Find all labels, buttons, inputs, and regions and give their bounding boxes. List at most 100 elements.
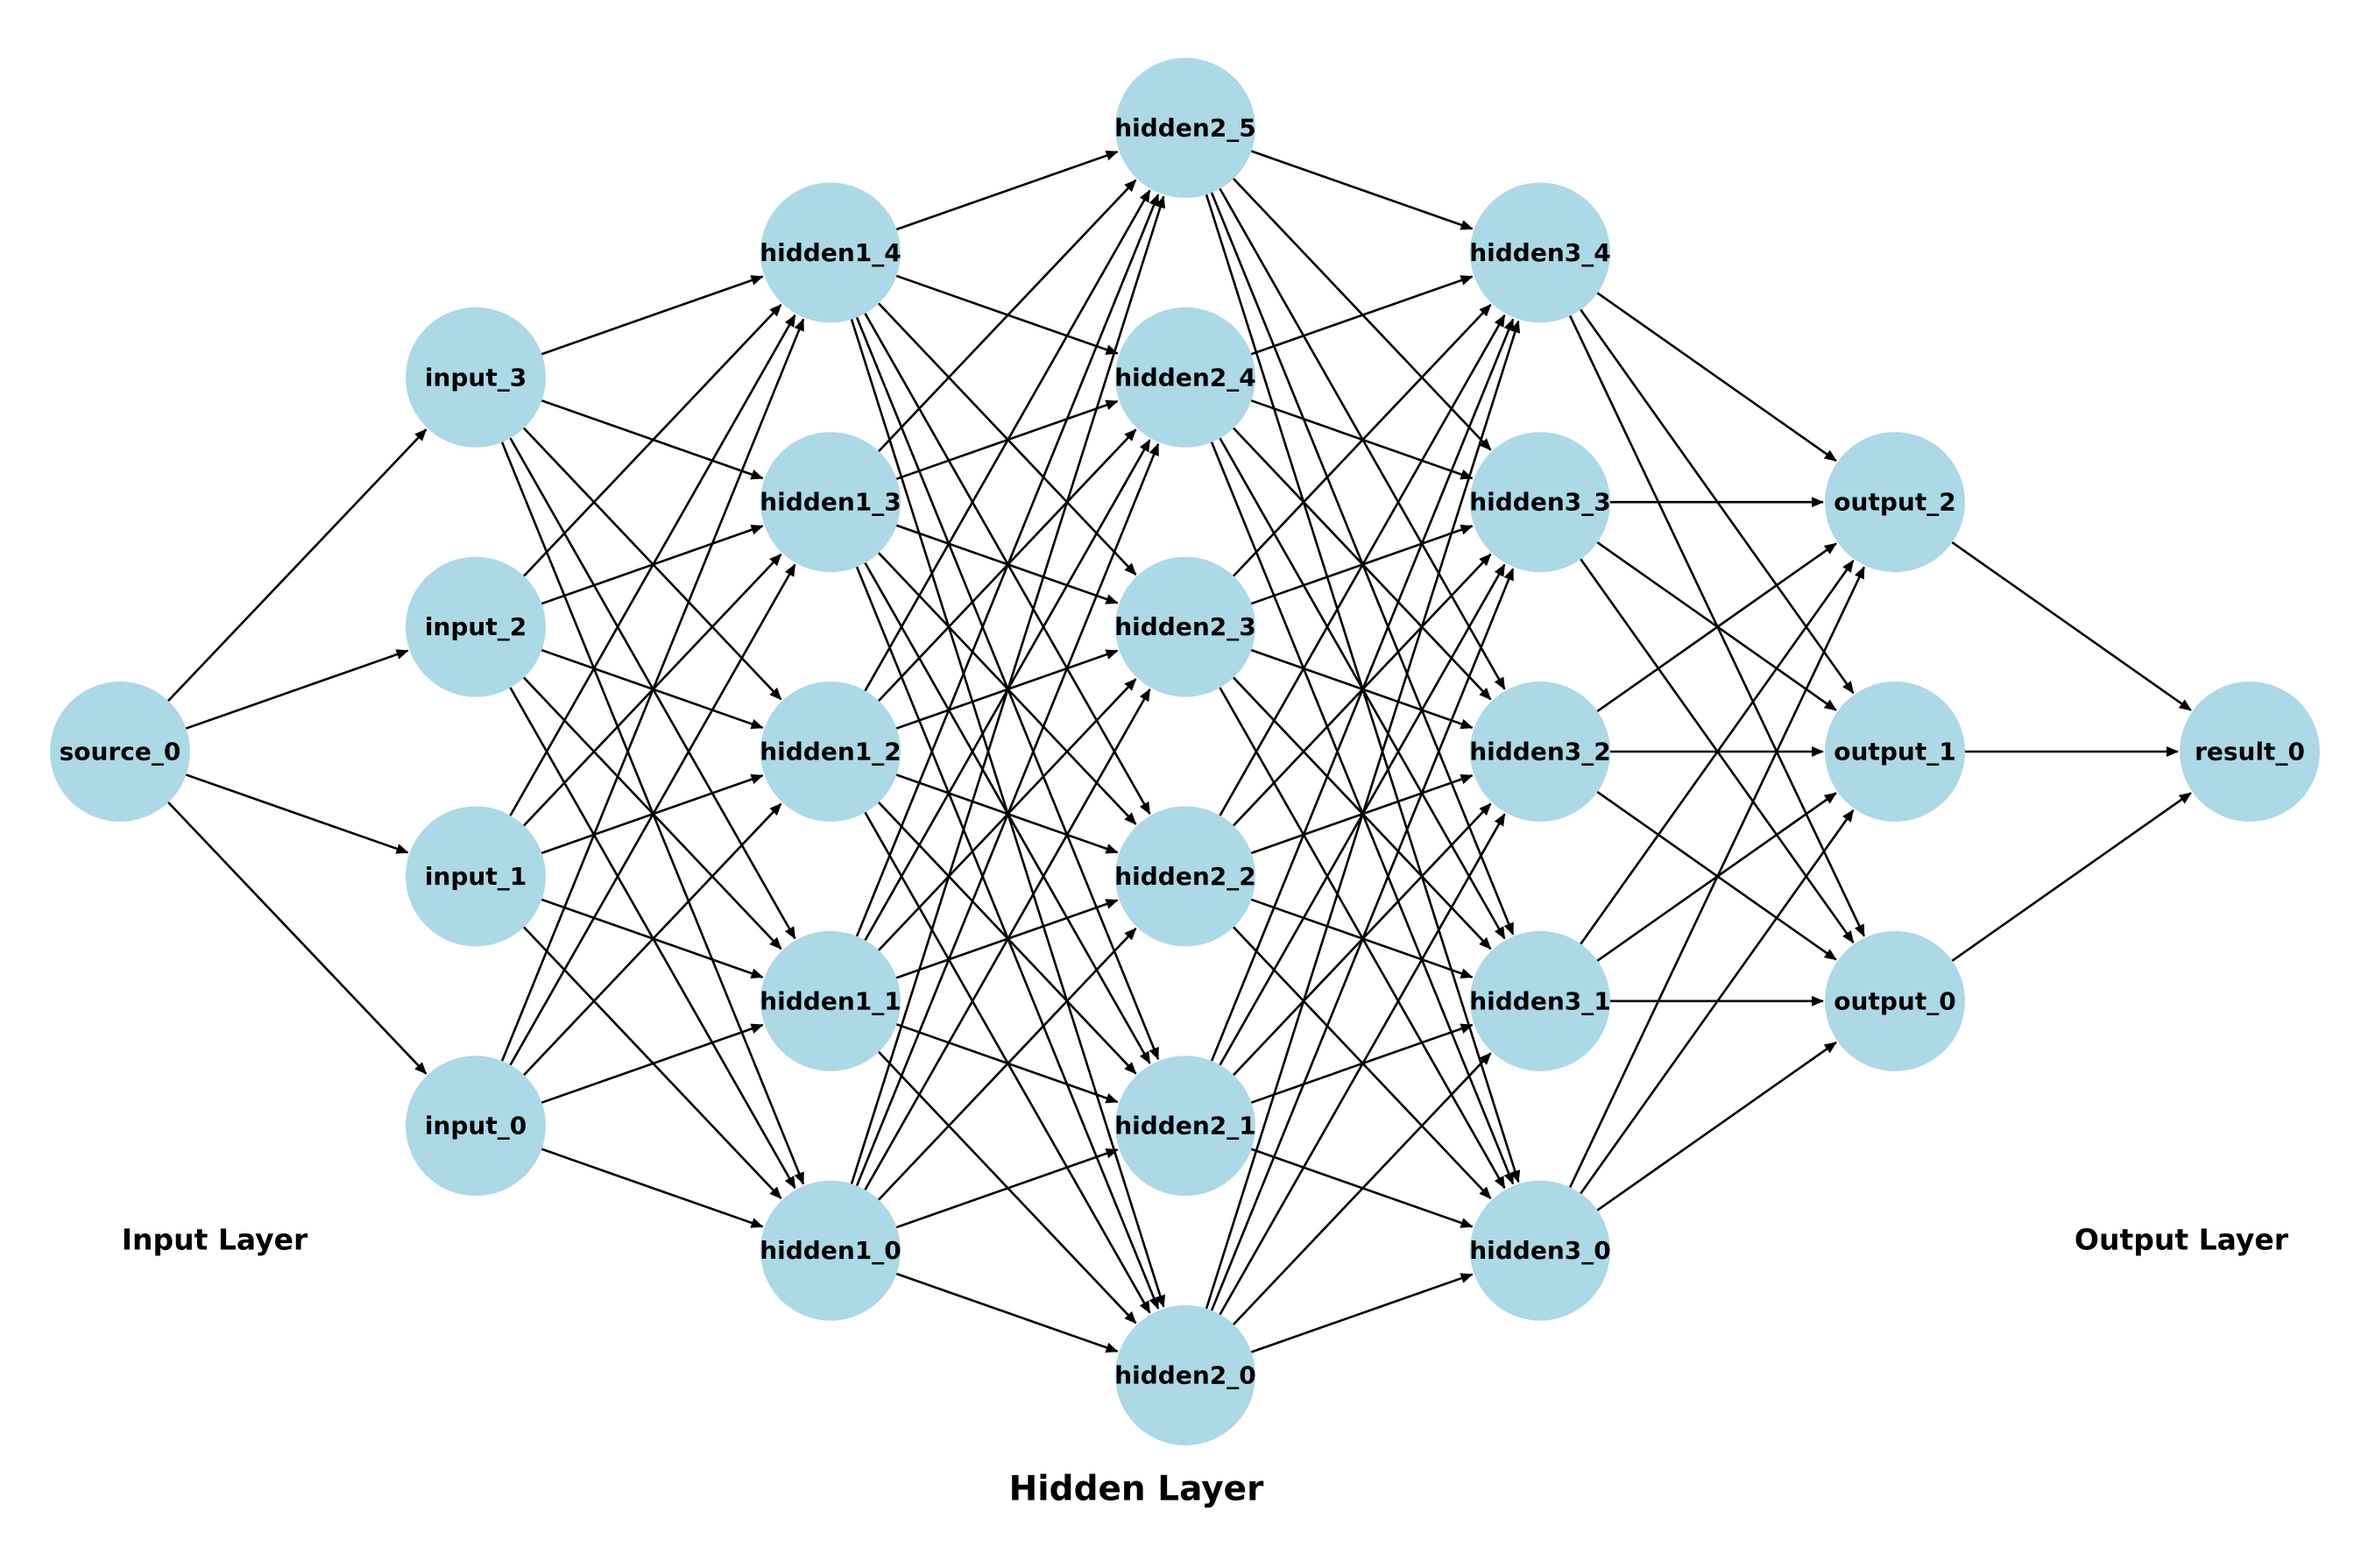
edge-hidden3_0-to-output_1 [1579,809,1855,1196]
edge-hidden1_3-to-hidden2_5 [876,179,1137,454]
edge-hidden2_1-to-hidden3_2 [1231,802,1492,1077]
edge-input_0-to-hidden1_3 [508,563,796,1068]
node-label-hidden1_4: hidden1_4 [760,238,901,267]
layer-labels-group: Input Layer Hidden Layer Output Layer [122,1223,2289,1509]
edge-input_3-to-hidden1_4 [540,275,764,357]
edges-group [166,149,2192,1354]
node-hidden1_4: hidden1_4 [760,182,901,323]
edge-input_1-to-hidden1_1 [540,898,764,978]
edge-input_2-to-hidden1_4 [521,304,782,578]
node-circle-hidden2_5 [1115,58,1255,198]
node-circle-hidden1_2 [760,682,901,822]
node-hidden1_0: hidden1_0 [760,1180,901,1321]
node-circle-input_3 [406,307,546,448]
node-circle-input_2 [406,556,546,697]
edge-input_3-to-hidden1_0 [500,440,805,1185]
edge-hidden1_1-to-hidden2_2 [894,899,1119,980]
edge-hidden2_3-to-hidden3_3 [1249,525,1474,605]
edge-hidden3_3-to-output_0 [1579,557,1855,943]
edge-hidden3_4-to-output_1 [1579,307,1855,695]
node-label-hidden2_0: hidden2_0 [1114,1361,1256,1390]
edge-input_1-to-hidden1_2 [540,773,764,855]
node-hidden3_4: hidden3_4 [1469,182,1611,323]
edge-hidden2_2-to-hidden3_3 [1231,553,1492,828]
node-circle-hidden3_4 [1470,182,1610,323]
edge-hidden3_1-to-output_2 [1579,560,1855,946]
node-input_2: input_2 [406,556,546,697]
edge-input_1-to-hidden1_3 [521,553,782,828]
node-hidden3_0: hidden3_0 [1469,1180,1611,1321]
edge-output_2-to-result_0 [1950,540,2192,711]
edge-hidden1_1-to-hidden2_4 [863,439,1151,943]
node-label-result_0: result_0 [2195,738,2305,766]
edge-hidden2_4-to-hidden3_3 [1249,399,1474,480]
node-hidden3_3: hidden3_3 [1469,432,1611,573]
edge-hidden2_3-to-hidden3_0 [1218,685,1506,1190]
node-label-input_3: input_3 [425,363,527,392]
edge-hidden1_0-to-hidden2_0 [894,1272,1119,1353]
node-circle-output_0 [1825,930,1965,1071]
node-label-output_2: output_2 [1834,488,1955,517]
edge-output_0-to-result_0 [1950,792,2192,963]
edge-hidden2_5-to-hidden3_2 [1218,187,1506,690]
edge-input_0-to-hidden1_0 [540,1147,764,1228]
edge-source_0-to-input_3 [166,428,428,703]
edge-hidden2_1-to-hidden3_3 [1218,563,1506,1068]
node-label-hidden3_2: hidden3_2 [1469,738,1611,766]
edge-hidden2_2-to-hidden3_0 [1231,925,1492,1199]
node-label-input_2: input_2 [425,612,527,641]
edge-hidden1_2-to-hidden2_5 [863,189,1151,693]
input-layer-label: Input Layer [122,1223,308,1257]
node-output_1: output_1 [1825,682,1965,822]
edge-hidden1_2-to-hidden2_3 [894,649,1119,731]
node-hidden2_3: hidden2_3 [1114,556,1256,697]
node-circle-hidden2_0 [1115,1305,1255,1445]
node-label-hidden2_1: hidden2_1 [1114,1112,1256,1141]
node-result_0: result_0 [2180,682,2320,822]
edge-hidden2_5-to-hidden3_1 [1210,190,1515,936]
node-label-output_1: output_1 [1834,738,1955,766]
edge-hidden1_4-to-hidden2_1 [855,315,1160,1061]
edge-input_0-to-hidden1_2 [521,802,782,1077]
edge-hidden1_0-to-hidden2_2 [876,928,1137,1202]
edge-source_0-to-input_2 [184,649,409,731]
node-label-hidden1_0: hidden1_0 [760,1236,901,1265]
node-label-hidden2_4: hidden2_4 [1114,363,1256,392]
node-label-hidden1_2: hidden1_2 [760,738,901,766]
node-label-hidden2_2: hidden2_2 [1114,862,1256,891]
node-input_3: input_3 [406,307,546,448]
edge-hidden1_3-to-hidden2_4 [894,399,1119,481]
edge-hidden1_2-to-hidden2_2 [894,773,1119,854]
edge-hidden1_4-to-hidden2_3 [876,301,1137,576]
output-layer-label: Output Layer [2075,1223,2289,1257]
node-hidden1_3: hidden1_3 [760,432,901,573]
edge-hidden1_4-to-hidden2_5 [894,150,1119,231]
node-input_0: input_0 [406,1056,546,1197]
node-label-output_0: output_0 [1834,986,1955,1015]
node-hidden1_1: hidden1_1 [760,930,901,1071]
edge-input_2-to-hidden1_0 [508,685,796,1190]
node-label-input_1: input_1 [425,862,527,891]
node-hidden3_2: hidden3_2 [1469,682,1611,822]
edge-input_2-to-hidden1_2 [540,648,764,730]
node-hidden2_5: hidden2_5 [1114,58,1256,198]
edge-hidden1_1-to-hidden2_1 [894,1022,1119,1104]
node-circle-hidden2_1 [1115,1056,1255,1197]
edge-hidden2_0-to-hidden3_0 [1249,1273,1474,1354]
edge-input_3-to-hidden1_3 [540,399,764,480]
edge-hidden3_0-to-output_0 [1595,1041,1837,1212]
edge-hidden1_0-to-hidden2_3 [863,689,1151,1192]
edge-hidden2_1-to-hidden3_1 [1249,1023,1474,1105]
edge-hidden3_2-to-output_0 [1595,789,1837,961]
edge-hidden2_3-to-hidden3_4 [1231,304,1492,578]
node-label-hidden3_3: hidden3_3 [1469,488,1611,517]
edge-hidden3_4-to-output_2 [1595,291,1837,463]
edge-hidden2_0-to-hidden3_1 [1231,1052,1492,1327]
edge-input_0-to-hidden1_1 [540,1023,764,1105]
edge-hidden1_4-to-hidden2_0 [850,317,1166,1308]
edge-hidden1_3-to-hidden2_3 [894,523,1119,604]
node-label-hidden3_4: hidden3_4 [1469,238,1611,267]
edge-hidden1_2-to-hidden2_4 [876,428,1137,703]
edge-input_1-to-hidden1_0 [521,925,782,1199]
